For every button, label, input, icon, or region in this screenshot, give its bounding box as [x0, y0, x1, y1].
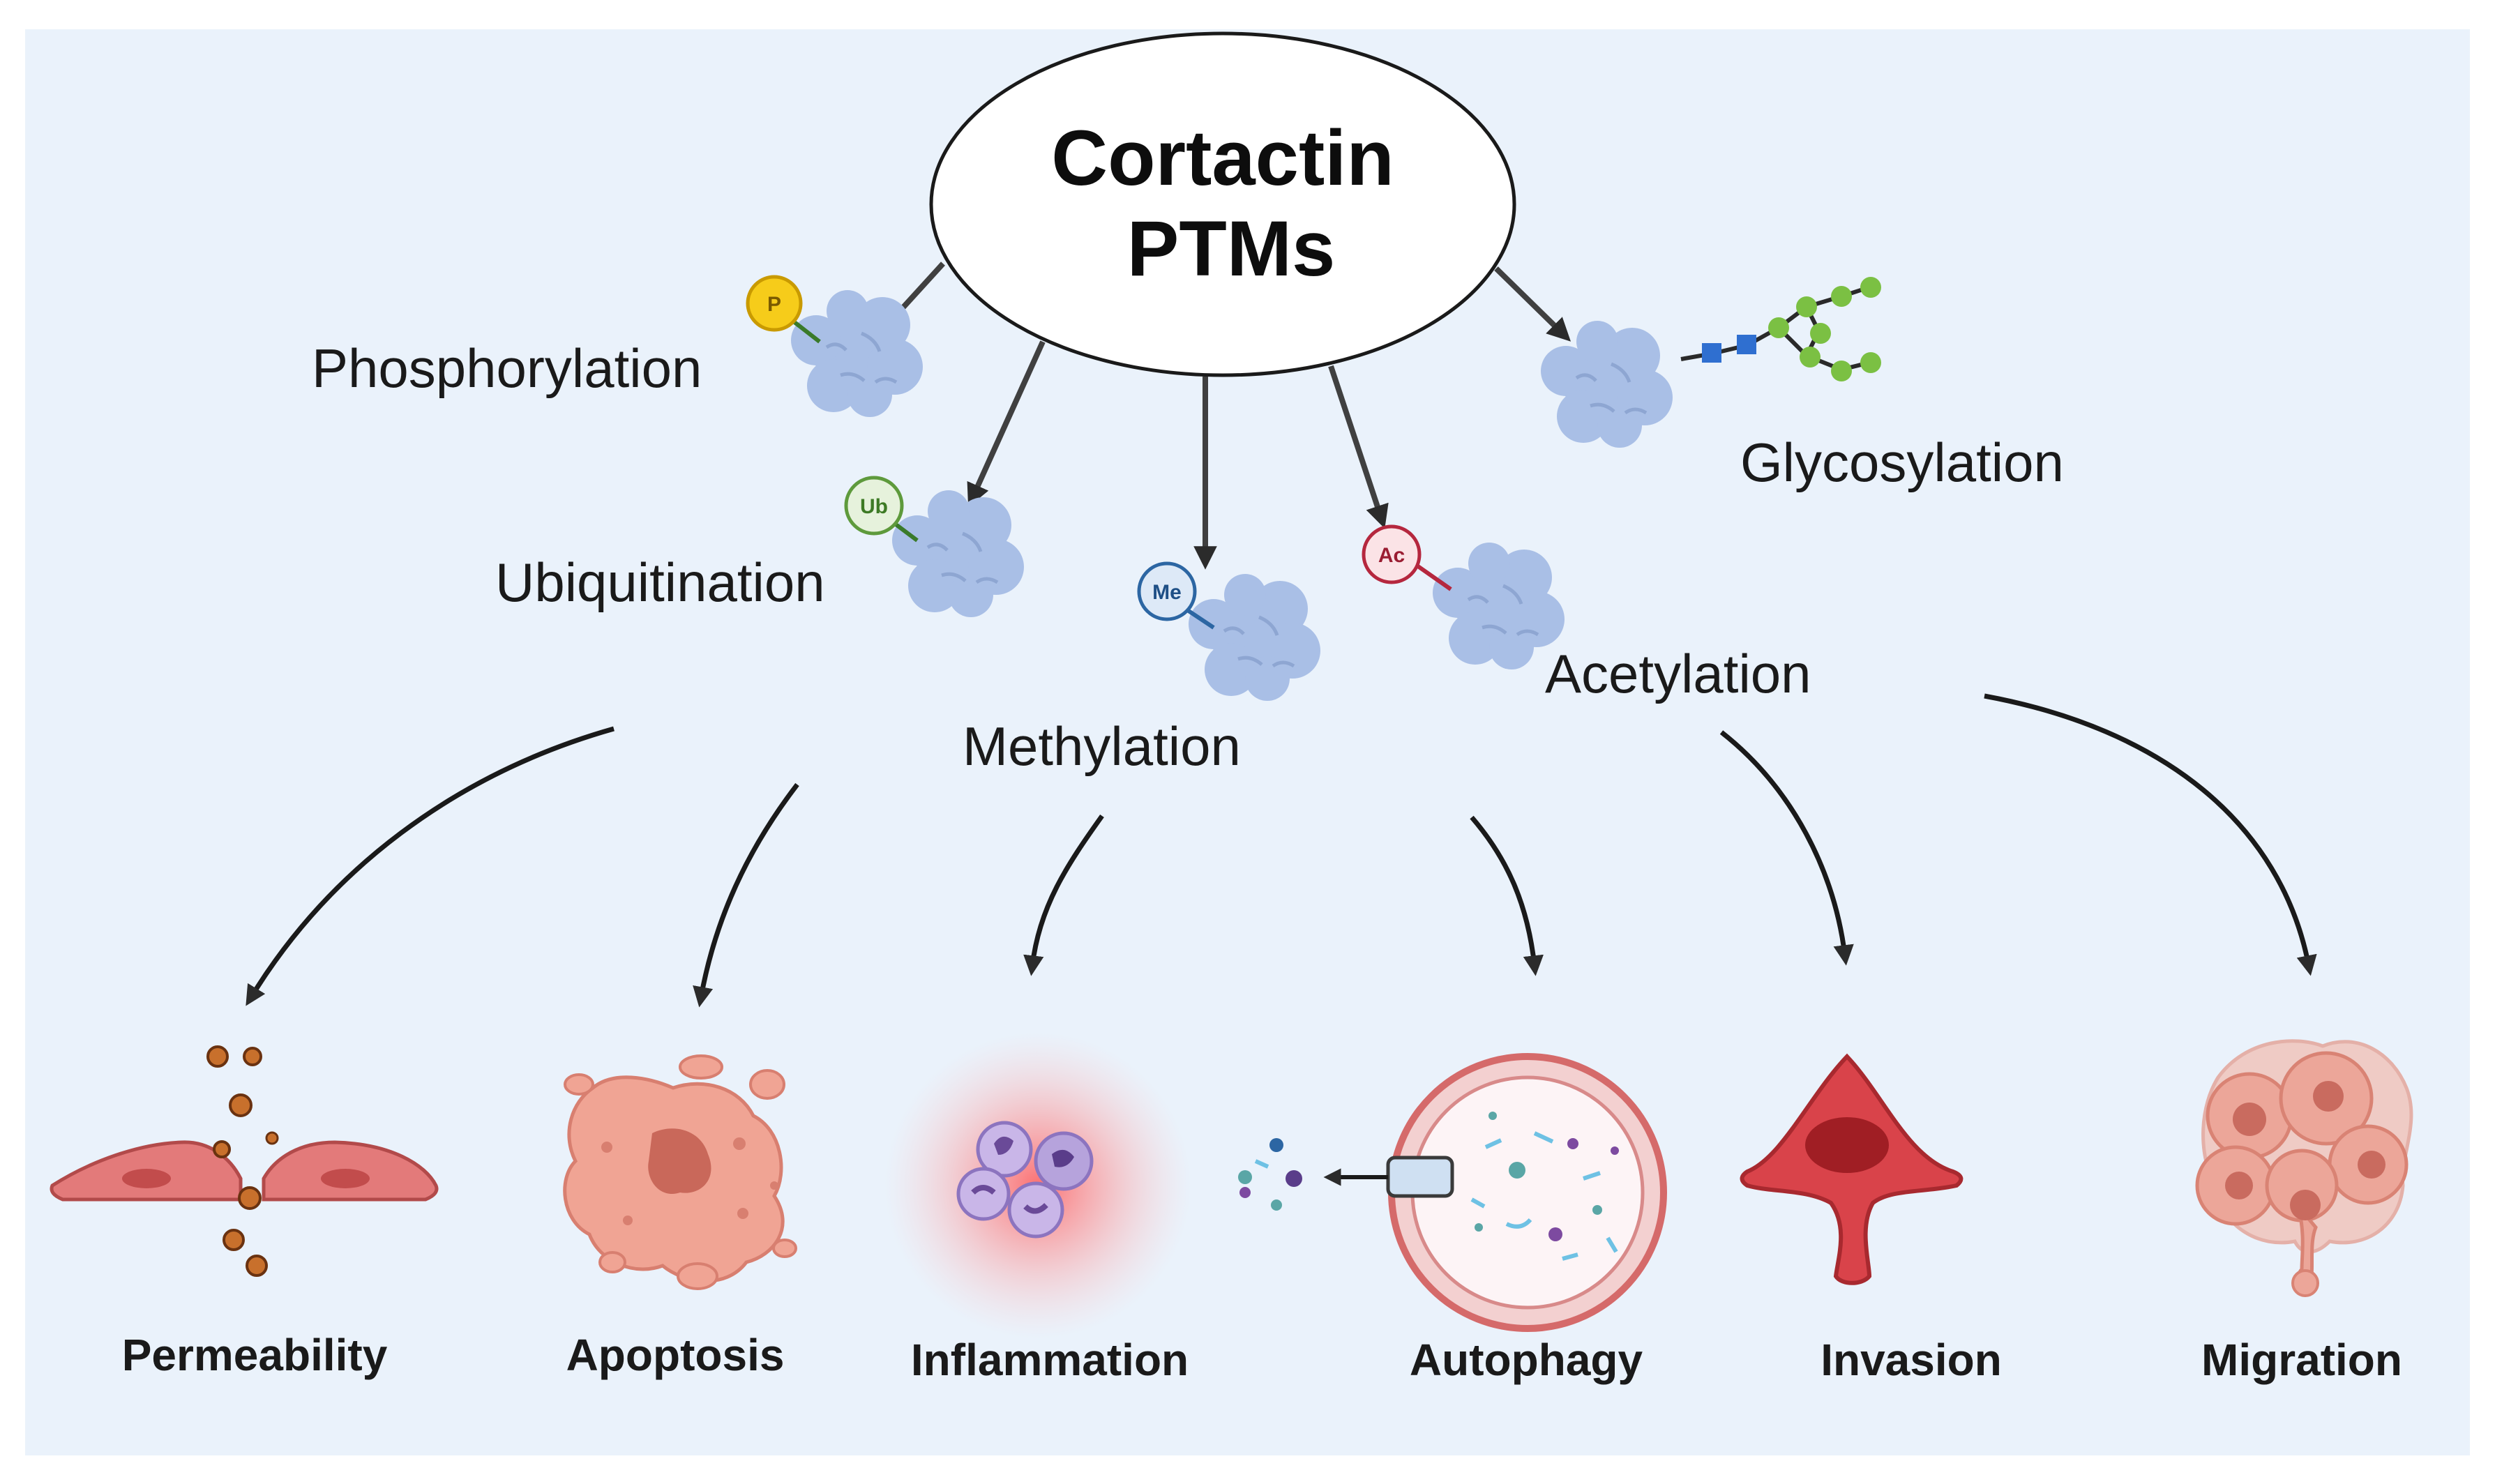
arrow-to-ubiquitination [967, 340, 1046, 508]
autophagy-icon [1238, 1053, 1667, 1332]
methyl-badge-label: Me [1152, 581, 1182, 604]
acetyl-badge-icon [1362, 524, 1422, 584]
ubiquitination-group: Ub Ubiquitination [495, 476, 1024, 617]
acetylation-label: Acetylation [1545, 643, 1811, 704]
badge-link [1415, 563, 1452, 591]
inflammation-icon [884, 1032, 1191, 1339]
methylation-group: Me Methylation [963, 561, 1320, 777]
acetyl-badge-label: Ac [1378, 544, 1405, 567]
migration-label: Migration [2201, 1335, 2402, 1385]
migration-icon [2195, 1039, 2413, 1297]
ubiquitin-badge-icon [844, 476, 904, 536]
glycosylation-group: Glycosylation [1541, 277, 2064, 493]
permeability-icon [50, 1045, 439, 1277]
phosphate-badge-icon [746, 275, 803, 332]
arrow-to-autophagy [1470, 815, 1544, 976]
permeability-label: Permeability [122, 1330, 388, 1380]
arrow-to-glycosylation [1494, 266, 1571, 342]
glycosylation-label: Glycosylation [1740, 432, 2064, 493]
apoptosis-icon [563, 1054, 797, 1290]
arrow-to-permeability [246, 726, 615, 1006]
apoptosis-label: Apoptosis [566, 1330, 785, 1380]
ptm-arrows [877, 262, 1571, 570]
arrow-to-inflammation [1023, 814, 1104, 976]
outcome-arrows [246, 693, 2317, 1008]
inflammation-label: Inflammation [911, 1335, 1189, 1385]
phosphate-badge-label: P [767, 293, 781, 316]
arrow-to-apoptosis [693, 782, 799, 1008]
center-title-line1: Cortactin [1051, 114, 1394, 202]
phosphorylation-group: P Phosphorylation [312, 275, 923, 417]
arrow-to-acetylation [1328, 365, 1389, 529]
ubiquitin-badge-label: Ub [860, 495, 888, 518]
phosphorylation-label: Phosphorylation [312, 338, 702, 399]
invasion-icon [1740, 1053, 1963, 1285]
methylation-label: Methylation [963, 716, 1241, 777]
arrow-to-migration [1984, 693, 2317, 976]
autophagy-label: Autophagy [1410, 1335, 1643, 1385]
center-ellipse [929, 31, 1516, 377]
methyl-badge-icon [1137, 561, 1197, 621]
center-title-line2: PTMs [1127, 205, 1336, 292]
arrow-to-invasion [1719, 730, 1854, 966]
cortactin-ptms-node: Cortactin PTMs [929, 31, 1516, 377]
glycan-chain-icon [1680, 277, 1881, 381]
acetylation-group: Ac Acetylation [1362, 524, 1811, 704]
invasion-label: Invasion [1821, 1335, 2002, 1385]
ubiquitination-label: Ubiquitination [495, 552, 825, 613]
